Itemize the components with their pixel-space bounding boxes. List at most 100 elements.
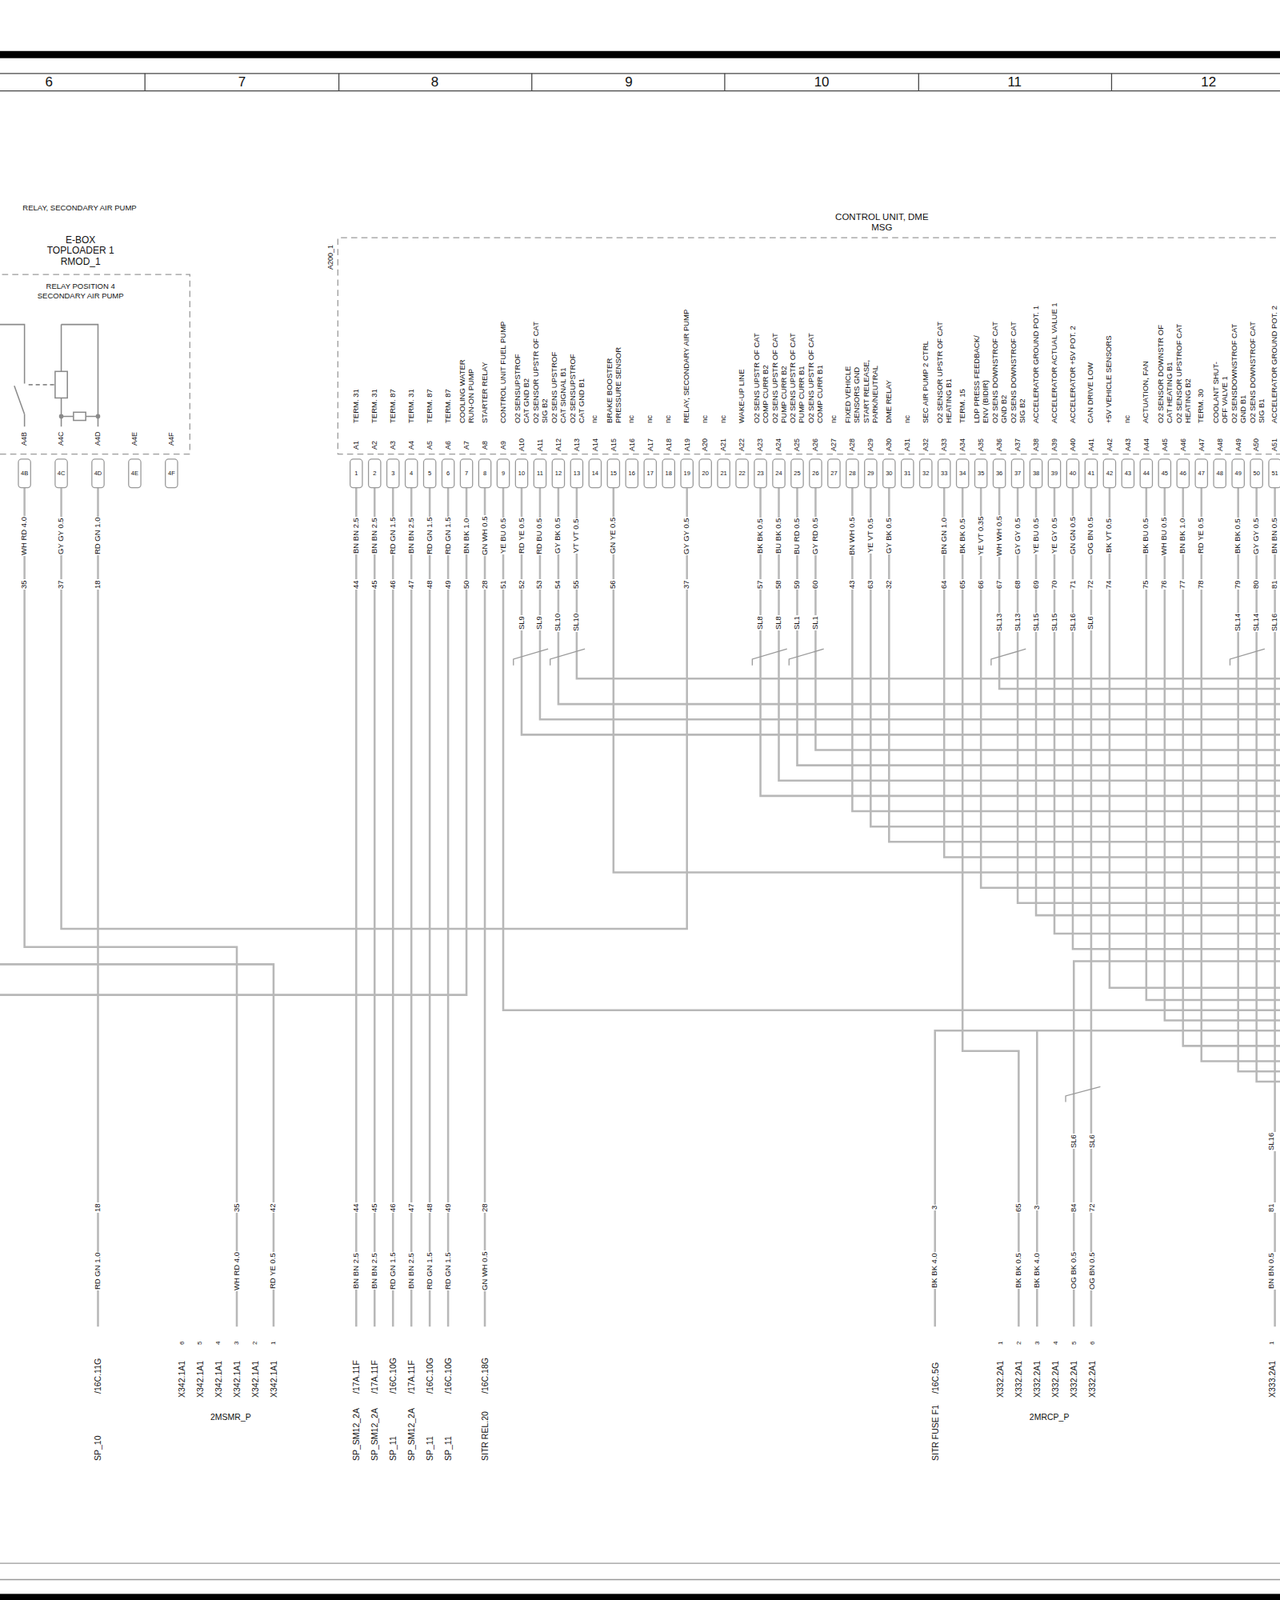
pin-box [772,459,785,488]
connector-name: X333.2A1 [1267,1360,1277,1399]
wire-color: GY BK 0.5 [884,516,894,555]
pin-number: 5 [427,470,432,478]
wire-number: 64 [940,580,949,591]
pin-description: ACCELERATOR ACTUAL VALUE 1 [1050,301,1060,424]
destination-ref: SP_11 [443,1435,453,1462]
sheet-column-number: 12 [1200,74,1217,91]
pin-name: A4D [93,431,102,448]
pin-name: A18 [664,437,673,452]
pin-number: 19 [683,470,692,478]
pin-description: O2 SENS UPSTR OF CAT PUMP CURR B2 [770,330,788,424]
frame-bar [0,1593,1280,1600]
pin-box [368,459,381,488]
pin-box [533,459,546,488]
wire-number: 80 [1252,580,1261,591]
pin-name: A13 [572,437,581,452]
wire-number: 44 [352,1202,361,1213]
pin-number: 25 [792,470,801,478]
pin-description: WAKE-UP LINE [737,368,747,424]
wire-color: GY GY 0.5 [1013,516,1023,556]
wire-color: RD GN 1.0 [93,516,103,556]
wire [980,488,1280,888]
destination-ref: SITR REL.20 [480,1410,490,1462]
pin-description: ACTUATION, FAN [1141,360,1151,424]
pin-name: A47 [1197,437,1206,452]
pin-box [55,459,68,488]
pin-description: COOLANT SHUT-OFF VALVE 1 [1211,350,1229,424]
wire-number: 66 [976,580,986,591]
pin-description: O2 SENSDOWNSTROF CAT GND B1 [1229,320,1248,424]
pin-description: START RELEASE, PARK/NEUTRAL [861,356,880,424]
pin-box [901,459,914,488]
pin-name: A24 [774,437,783,452]
wire-color: WH RD 4.0 [232,1250,242,1291]
wire-color: YE GY 0.5 [1050,516,1060,555]
pin-description: CONTROL UNIT FUEL PUMP [499,320,508,424]
pin-box [791,459,804,488]
wire-color: WH RD 4.0 [20,516,29,556]
pin-group [18,459,1280,488]
connector-group: 2MSMR_P [209,1412,252,1422]
pin-box [607,459,620,488]
pin-description: O2 SENSOR DOWNSTR OF CAT HEATING B1 [1156,322,1174,424]
wire-color: RD GN 1.5 [425,516,435,556]
pin-name: A3 [388,440,397,451]
wire-number: 45 [370,580,380,591]
wire-number: 57 [756,580,765,591]
sheet-column-number: 10 [813,74,831,91]
pin-box [515,459,528,488]
wire-color: GN YE 0.5 [608,516,618,555]
pin-number: 33 [940,470,948,478]
pin-box [18,459,31,488]
pin-number: 21 [719,470,728,478]
pin-name: A17 [646,437,655,452]
wire-color: BN BN 0.5 [1267,1252,1276,1290]
wire-number: 49 [444,1202,453,1213]
pin-box [1140,459,1152,488]
destination-ref: SP_SM12_2A [369,1407,380,1462]
pin-box [478,459,491,488]
wire-color: RD GN 1.5 [388,1251,398,1290]
pin-box [588,459,601,488]
pin-name: A2 [370,440,379,451]
pin-description: TERM. 30 [1196,388,1206,424]
pin-description: TERM. 31 [352,388,361,424]
pin-box [717,459,730,488]
pin-description: DME RELAY [884,378,894,424]
destination-ref: SP_11 [388,1435,398,1462]
wire-number: 81 [1270,580,1280,591]
wire-number: 45 [370,1202,380,1213]
pin-name: A46 [1179,437,1188,452]
destination-ref: /17A.11F [406,1359,416,1395]
wire-color: BN BK 1.0 [1178,517,1188,555]
shield-label: SL10 [553,612,563,632]
component-id: A200_1 [326,244,335,271]
wire [447,488,450,1327]
pin-box [1048,459,1060,488]
wire-number: 65 [1014,1202,1024,1213]
pin-box [1103,459,1116,488]
pin-name: A4C [56,431,65,448]
pin-box [92,459,104,488]
pin-box [625,459,638,488]
pin-box [644,459,656,488]
wire-number: 49 [444,580,453,591]
pin-box [1121,459,1134,488]
wire-number: 35 [20,580,29,591]
pin-number: 9 [500,470,506,478]
twisted-pair-mark [1065,1086,1100,1102]
pin-number: 38 [1032,470,1040,478]
wire [0,964,274,1327]
shield-label: SL15 [1050,612,1060,632]
pin-number: 39 [1050,470,1059,478]
wire-number: 54 [553,580,563,591]
sheet-column-number: 7 [237,74,247,91]
wire [484,488,487,1327]
pin-box [350,459,363,488]
pin-number: 42 [1105,470,1114,478]
wire-number: 37 [56,580,66,591]
shield-label: SL6 [1069,1133,1079,1149]
pin-name: A36 [995,437,1004,452]
wire-color: BU RD 0.5 [792,516,802,555]
